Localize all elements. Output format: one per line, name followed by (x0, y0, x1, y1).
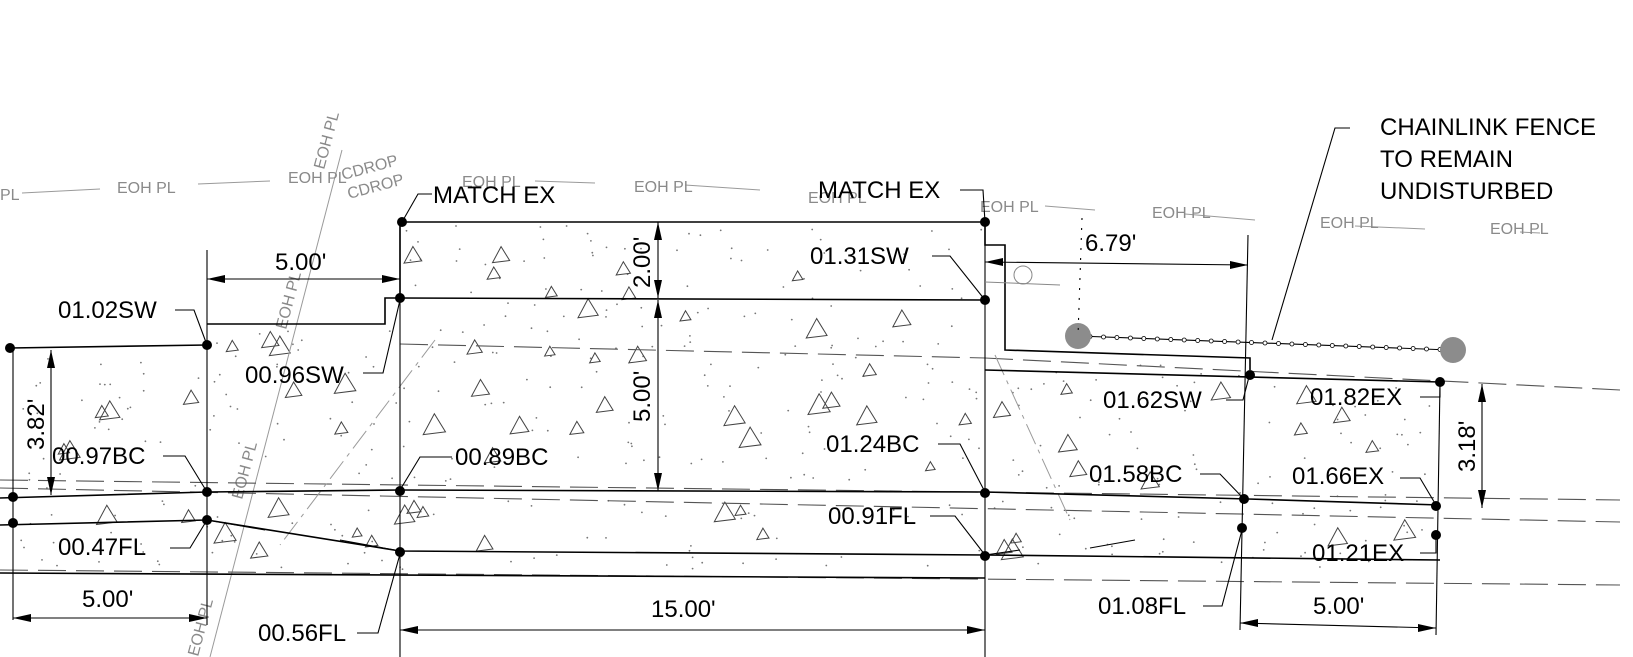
match-ex-right: MATCH EX (818, 177, 940, 204)
dimension-lines (13, 222, 1486, 634)
dimension-label: 5.00' (629, 371, 656, 422)
eoh-pl-label: PL (0, 187, 20, 204)
elevation-label: 00.89BC (455, 444, 548, 471)
valve-icon (1013, 265, 1033, 285)
elevation-label: 00.96SW (245, 362, 344, 389)
elevation-points (5, 217, 1445, 561)
concrete-aggregate-symbols (57, 245, 1417, 561)
dimension-label: 5.00' (275, 249, 326, 276)
dimension-label: 5.00' (1313, 593, 1364, 620)
chainlink-note-line2: TO REMAIN (1380, 146, 1513, 173)
elevation-label: 01.58BC (1089, 461, 1182, 488)
chainlink-note-line1: CHAINLINK FENCE (1380, 114, 1596, 141)
eoh-pl-label: EOH PL (462, 174, 521, 191)
elevation-label: 01.31SW (810, 243, 909, 270)
curb-and-sidewalk-linework (0, 221, 1441, 657)
elevation-label: 00.56FL (258, 620, 346, 647)
dimension-label: 2.00' (629, 237, 656, 288)
elevation-label: 00.91FL (828, 503, 916, 530)
fence-post-icon (1065, 323, 1091, 349)
overhead-power-line (21, 149, 1541, 657)
dimension-label: 5.00' (82, 586, 133, 613)
callout-leaders (163, 127, 1441, 634)
elevation-label: 00.47FL (58, 534, 146, 561)
elevation-label: 00.97BC (52, 443, 145, 470)
elevation-label: 01.21EX (1312, 540, 1404, 567)
elevation-label: 01.08FL (1098, 593, 1186, 620)
dimension-label: 3.82' (23, 399, 50, 450)
match-ex-left: MATCH EX (433, 182, 555, 209)
elevation-label: 01.66EX (1292, 463, 1384, 490)
elevation-label: 01.82EX (1310, 384, 1402, 411)
dimension-label: 15.00' (651, 596, 716, 623)
eoh-pl-label-vertical: EOH PL (311, 110, 343, 171)
eoh-pl-label: EOH PL (1152, 205, 1211, 222)
eoh-pl-label: EOH PL (288, 170, 347, 187)
eoh-pl-label: EOH PL (980, 199, 1039, 216)
elevation-label: 01.62SW (1103, 387, 1202, 414)
fence-post-icon (1440, 337, 1466, 363)
eoh-pl-label: EOH PL (117, 180, 176, 197)
eoh-pl-label: EOH PL (1320, 215, 1379, 232)
eoh-pl-label: EOH PL (808, 190, 867, 207)
dimension-label: 6.79' (1085, 230, 1136, 257)
elevation-label: 01.24BC (826, 431, 919, 458)
concrete-stipple (20, 225, 1431, 571)
chainlink-fence (984, 217, 1466, 363)
fence-links (1087, 334, 1443, 352)
elevation-label: 01.02SW (58, 297, 157, 324)
eoh-pl-label: EOH PL (1490, 221, 1549, 238)
chainlink-note-line3: UNDISTURBED (1380, 178, 1553, 205)
dimension-label: 3.18' (1454, 421, 1481, 472)
eoh-pl-label: EOH PL (634, 179, 693, 196)
